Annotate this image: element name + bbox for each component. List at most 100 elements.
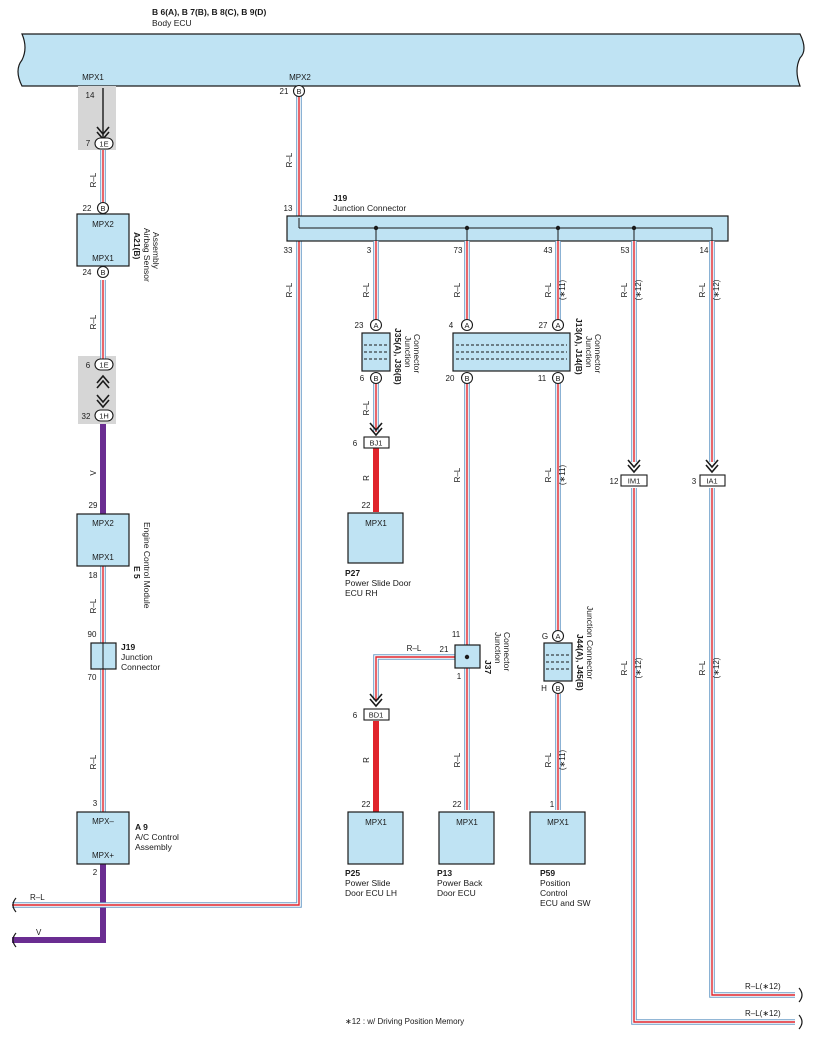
j19-small-line1: Junction (121, 652, 153, 662)
p13-code: P13 (437, 868, 452, 878)
wire-note-12-1: (∗12) (634, 279, 643, 300)
ac-mpx-plus: MPX+ (92, 851, 114, 860)
p59-code: P59 (540, 868, 555, 878)
ecm-pin-29: 29 (89, 501, 98, 510)
wire-label-rl-10: R–L (620, 282, 629, 297)
wire-label-rl-17: R–L (407, 644, 422, 653)
j19-small-code: J19 (121, 642, 135, 652)
j44-conn-a (551, 629, 565, 643)
chevron-down-icon (369, 422, 383, 437)
wire-label-rl-4: R–L (89, 754, 98, 769)
wire-rl-exit-left (12, 88, 302, 908)
wire-label-rl-14: R–L (544, 467, 553, 482)
chevron-down-icon (369, 693, 383, 708)
j13-conn-b (460, 371, 474, 385)
p13-box (438, 811, 495, 865)
body-ecu-name: Body ECU (152, 18, 192, 28)
j35-conn-a-label: A (373, 321, 378, 330)
wire-label-v: V (89, 470, 98, 476)
j19-bus-pin-73: 73 (454, 246, 463, 255)
body-ecu-pin-mpx1: MPX1 (82, 73, 104, 82)
j13-conn-a2-label: A (555, 321, 560, 330)
ac-control-box (76, 811, 130, 865)
p13-line2: Door ECU (437, 888, 476, 898)
j44-conn-b (551, 681, 565, 695)
j37-code: J37 (483, 660, 493, 674)
j37-pin-21: 21 (440, 645, 449, 654)
j13-pin-20: 20 (446, 374, 455, 383)
airbag-mpx1: MPX1 (92, 254, 114, 263)
wire-v-exit (12, 862, 106, 943)
p59-mpx: MPX1 (547, 818, 569, 827)
bd1-tag (363, 708, 390, 721)
wire-note-12-4: (∗12) (712, 657, 721, 678)
p25-box (347, 811, 404, 865)
body-ecu-pin-mpx2: MPX2 (289, 73, 311, 82)
j44-conn-a-label: A (555, 632, 560, 641)
j19-bus-pin-33: 33 (284, 246, 293, 255)
ia1-pin: 3 (692, 477, 697, 486)
j44-dashes (546, 654, 570, 670)
j35-conn-b (369, 371, 383, 385)
body-ecu-pin-21: 21 (280, 87, 289, 96)
p27-line1: Power Slide Door (345, 578, 411, 588)
wire-note-11-1: (∗11) (558, 280, 567, 301)
wire-label-rl-5: R–L (285, 152, 294, 167)
j35-code: J35(A), J36(B) (393, 328, 403, 385)
ac-line2: Assembly (135, 842, 173, 852)
j35-line1: Junction (403, 336, 413, 368)
j44-conn-b-label: B (555, 684, 560, 693)
ecm-mpx1: MPX1 (92, 553, 114, 562)
ia1-tag (699, 474, 726, 487)
chevron-down-icon (627, 459, 641, 474)
airbag-code: A21(B) (132, 232, 142, 260)
bj1-label: BJ1 (370, 439, 383, 448)
j37-node (464, 654, 470, 660)
j19-small-line2: Connector (121, 662, 160, 672)
j13-pin-4: 4 (449, 321, 454, 330)
j44-name: Junction Connector (585, 606, 595, 679)
j19-bus-pin-13: 13 (284, 204, 293, 213)
j13-conn-a-label: A (464, 321, 469, 330)
airbag-pin-22: 22 (83, 204, 92, 213)
inline-1h-pin-32: 32 (82, 412, 91, 421)
ia1-label: IA1 (706, 477, 717, 486)
j19-bus-pin-53: 53 (621, 246, 630, 255)
branch-wires (373, 241, 795, 1025)
wire-label-rl-13: R–L (453, 467, 462, 482)
j35-pin-6: 6 (360, 374, 365, 383)
p27-box (347, 512, 404, 564)
j19-bus-name: Junction Connector (333, 203, 406, 213)
j19-small-pin-90: 90 (88, 630, 97, 639)
p25-code: P25 (345, 868, 360, 878)
break-mark-right (798, 987, 803, 1030)
bd1-label: BD1 (369, 711, 384, 720)
wire-label-r-2: R (362, 757, 371, 763)
im1-pin: 12 (610, 477, 619, 486)
wire-label-rl-15: R–L (620, 660, 629, 675)
bj1-tag (363, 436, 390, 449)
p59-box (529, 811, 586, 865)
im1-label: IM1 (628, 477, 641, 486)
wire-label-rl-16: R–L (698, 660, 707, 675)
j13-line1: Junction (584, 336, 594, 368)
airbag-conn-b-bottom (96, 265, 110, 279)
j37-line1: Junction (493, 632, 503, 664)
ecm-code: E 5 (132, 566, 142, 579)
wire-label-rl-6: R–L (285, 282, 294, 297)
j37-pin-1: 1 (457, 672, 462, 681)
wire-label-rl-18: R–L (453, 752, 462, 767)
j13-conn-b2 (551, 371, 565, 385)
airbag-sensor-box (76, 213, 130, 267)
inline-1h-tag (94, 409, 114, 422)
p27-line2: ECU RH (345, 588, 378, 598)
p13-line1: Power Back (437, 878, 483, 888)
body-ecu-pin-14: 14 (86, 91, 95, 100)
j13-code: J13(A), J14(B) (574, 318, 584, 375)
j19-bus-line (298, 218, 712, 229)
exit-label-rl12-b: R–L(∗12) (745, 1009, 781, 1018)
airbag-label-group: A21(B) (132, 232, 142, 260)
wire-note-11-2: (∗11) (558, 465, 567, 486)
inline-1e-pin-6: 6 (86, 361, 91, 370)
wire-note-12-3: (∗12) (634, 657, 643, 678)
